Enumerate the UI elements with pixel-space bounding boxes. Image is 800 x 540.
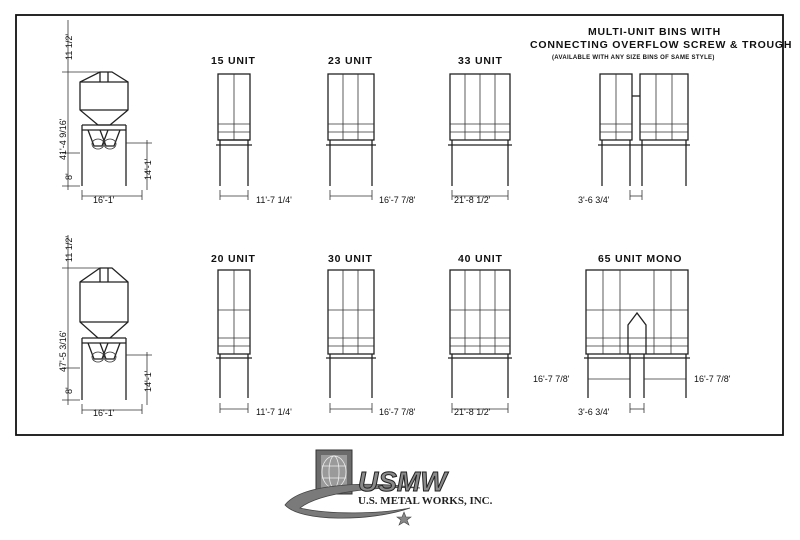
silo-elevation-bottom: [62, 235, 152, 414]
unit-65-mono-center-dim: 3'-6 3/4': [578, 407, 610, 417]
company-logo: [284, 449, 421, 526]
unit-33-dim: 21'-8 1/2': [454, 195, 491, 205]
unit-23-elevation: [326, 73, 376, 200]
unit-33-elevation: [448, 73, 512, 200]
unit-23-dim: 16'-7 7/8': [379, 195, 416, 205]
unit-65-mono-elevation: [584, 269, 690, 413]
notes-title-line2: CONNECTING OVERFLOW SCREW & TROUGH: [530, 39, 792, 51]
unit-30-dim: 16'-7 7/8': [379, 407, 416, 417]
unit-20-label: 20 UNIT: [211, 253, 256, 265]
top-bin-leg-dim: 8': [64, 173, 74, 180]
unit-30-elevation: [326, 269, 376, 413]
notes-subtitle: (AVAILABLE WITH ANY SIZE BINS OF SAME ST…: [552, 55, 715, 61]
top-bin-top-dim: 11 1/2': [64, 34, 74, 60]
unit-30-label: 30 UNIT: [328, 253, 373, 265]
unit-15-elevation: [216, 73, 252, 200]
unit-15-dim: 11'-7 1/4': [256, 195, 292, 205]
logo-mark: USMW: [358, 466, 449, 497]
unit-40-dim: 21'-8 1/2': [454, 407, 491, 417]
unit-40-label: 40 UNIT: [458, 253, 503, 265]
top-bin-width-dim: 16'-1': [93, 195, 115, 205]
bottom-bin-width-dim: 16'-1': [93, 408, 115, 418]
multi-unit-elevation: [598, 73, 690, 200]
bottom-bin-top-dim: 11 1/2': [64, 236, 74, 262]
silo-elevation-top: [62, 20, 152, 200]
unit-65-mono-right-dim: 16'-7 7/8': [694, 374, 731, 384]
top-bin-height-dim: 41'-4 9/16': [58, 118, 68, 160]
unit-15-label: 15 UNIT: [211, 55, 256, 67]
unit-33-label: 33 UNIT: [458, 55, 503, 67]
unit-23-label: 23 UNIT: [328, 55, 373, 67]
top-bin-side-dim: 14'-1': [143, 158, 153, 180]
unit-65-mono-label: 65 UNIT MONO: [598, 253, 682, 265]
multi-unit-dim: 3'-6 3/4': [578, 195, 610, 205]
logo-company-name: U.S. METAL WORKS, INC.: [358, 495, 493, 507]
notes-title-line1: MULTI-UNIT BINS WITH: [588, 26, 721, 38]
sheet-border: [15, 14, 784, 436]
bottom-bin-side-dim: 14'-1': [143, 370, 153, 392]
unit-65-mono-left-dim: 16'-7 7/8': [533, 374, 570, 384]
unit-20-dim: 11'-7 1/4': [256, 407, 292, 417]
unit-20-elevation: [216, 269, 252, 413]
unit-40-elevation: [448, 269, 512, 413]
bottom-bin-height-dim: 47'-5 3/16': [58, 330, 68, 372]
bottom-bin-leg-dim: 8': [64, 387, 74, 394]
